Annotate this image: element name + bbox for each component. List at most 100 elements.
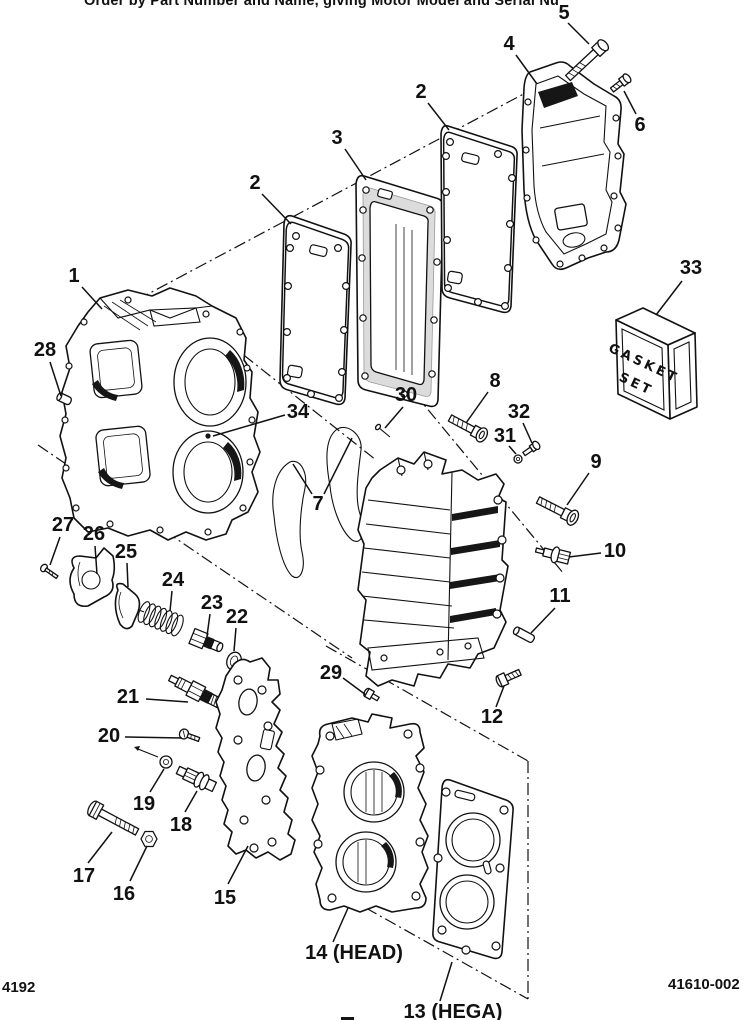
- head-gasket: [432, 778, 514, 960]
- callout-leader-25: [126, 562, 129, 588]
- callout-label-18: 18: [170, 814, 192, 836]
- gasket-set-box: GASKET SET: [606, 307, 698, 420]
- callout-label-13-HEGA-: 13 (HEGA): [404, 1001, 503, 1020]
- callout-leader-1: [81, 286, 103, 310]
- crankcase-gasket-left: [279, 214, 352, 406]
- callout-leader-8: [465, 391, 489, 424]
- screw-27: [39, 563, 59, 580]
- callout-label-7: 7: [312, 493, 323, 515]
- callout-leader-2: [261, 193, 292, 225]
- callout-label-2: 2: [249, 172, 260, 194]
- callout-label-30: 30: [395, 384, 417, 406]
- callout-leader-22: [233, 627, 237, 652]
- callout-label-19: 19: [133, 793, 155, 815]
- callout-label-2: 2: [415, 81, 426, 103]
- callout-leader-5: [567, 22, 590, 45]
- callout-leader-17: [87, 831, 113, 864]
- callout-label-1: 1: [68, 265, 79, 287]
- callout-label-10: 10: [604, 540, 626, 562]
- check-valve-fitting-10: [534, 546, 572, 565]
- callout-leader-12: [495, 685, 505, 708]
- callout-leader-11: [530, 607, 556, 634]
- callout-leader-21: [145, 698, 189, 703]
- order-note: Order by Part Number and Name, giving Mo…: [84, 0, 560, 9]
- callout-leader-23: [206, 613, 211, 637]
- thermostat-cover-26: [69, 547, 116, 608]
- screw-32: [522, 440, 541, 457]
- callout-leader-32: [522, 422, 533, 444]
- callout-leader-18: [184, 790, 198, 813]
- callout-label-14-HEAD-: 14 (HEAD): [305, 942, 403, 964]
- callout-label-17: 17: [73, 865, 95, 887]
- callout-leader-16: [129, 845, 148, 882]
- callout-label-6: 6: [634, 114, 645, 136]
- crankcase-front-half: [59, 287, 261, 541]
- callout-leader-30: [384, 406, 404, 429]
- baffle-plate: [355, 174, 444, 408]
- callout-label-25: 25: [115, 541, 137, 563]
- callout-leader-14-HEAD-: [332, 907, 349, 943]
- callout-leader-26: [94, 545, 98, 575]
- callout-label-23: 23: [201, 592, 223, 614]
- part-34-dot: [205, 433, 211, 439]
- small-plug-28: [56, 392, 73, 406]
- head-bolt-12: [495, 668, 522, 688]
- cover-bolt-short: [609, 73, 632, 93]
- head-bolt-17: [87, 800, 140, 836]
- spring-24: [137, 601, 184, 637]
- dowel-pin-30: [374, 423, 391, 438]
- washer-31: [513, 454, 523, 464]
- exhaust-plate: [215, 657, 296, 861]
- callout-label-16: 16: [113, 883, 135, 905]
- callout-label-20: 20: [98, 725, 120, 747]
- callout-label-33: 33: [680, 257, 702, 279]
- callout-label-3: 3: [331, 127, 342, 149]
- callout-label-27: 27: [52, 514, 74, 536]
- callout-leader-33: [655, 280, 683, 316]
- thermo-sensor-18: [175, 765, 218, 793]
- callout-label-15: 15: [214, 887, 236, 909]
- callout-label-8: 8: [489, 370, 500, 392]
- callout-label-9: 9: [590, 451, 601, 473]
- block-bolt-8: [447, 414, 489, 443]
- callout-leader-7: [292, 463, 313, 495]
- callout-leader-19: [149, 768, 165, 793]
- callout-label-5: 5: [558, 2, 569, 24]
- crankcase-gasket-right: [440, 124, 518, 314]
- cutoff-page-mark: [341, 1017, 354, 1020]
- callout-label-12: 12: [481, 706, 503, 728]
- pressure-plug-23: [188, 627, 224, 653]
- cover-bolt-long: [564, 39, 610, 82]
- callout-leader-29: [342, 677, 367, 696]
- callout-leader-27: [49, 536, 61, 566]
- callout-leader-31: [508, 445, 517, 455]
- callout-label-11: 11: [549, 585, 570, 607]
- thermostat-gasket-25: [114, 582, 141, 630]
- callout-leader-28: [49, 361, 62, 397]
- callout-label-24: 24: [162, 569, 185, 591]
- dowel-pin-11: [512, 626, 536, 643]
- cylinder-block: [357, 451, 509, 687]
- callout-leader-6: [623, 90, 637, 115]
- callout-leader-34: [212, 414, 286, 437]
- nut-29: [363, 687, 380, 702]
- callout-label-4: 4: [503, 33, 515, 55]
- callout-leader-24: [169, 590, 173, 612]
- callout-leader-10: [568, 552, 602, 558]
- figure-code-left: 4192: [2, 979, 36, 996]
- callout-leader-2: [427, 102, 450, 131]
- seal-ring-19: [159, 755, 173, 769]
- callout-label-29: 29: [320, 662, 342, 684]
- callout-leader-3: [344, 148, 367, 181]
- needle-pin: [134, 746, 159, 758]
- figure-code-right: 41610-002: [668, 976, 740, 993]
- screw-20: [178, 728, 201, 743]
- crankcase-end-cover: [521, 61, 627, 271]
- callout-leader-7: [323, 437, 353, 495]
- callout-leader-15: [227, 845, 249, 885]
- callout-label-21: 21: [117, 686, 139, 708]
- flange-nut-16: [140, 830, 158, 848]
